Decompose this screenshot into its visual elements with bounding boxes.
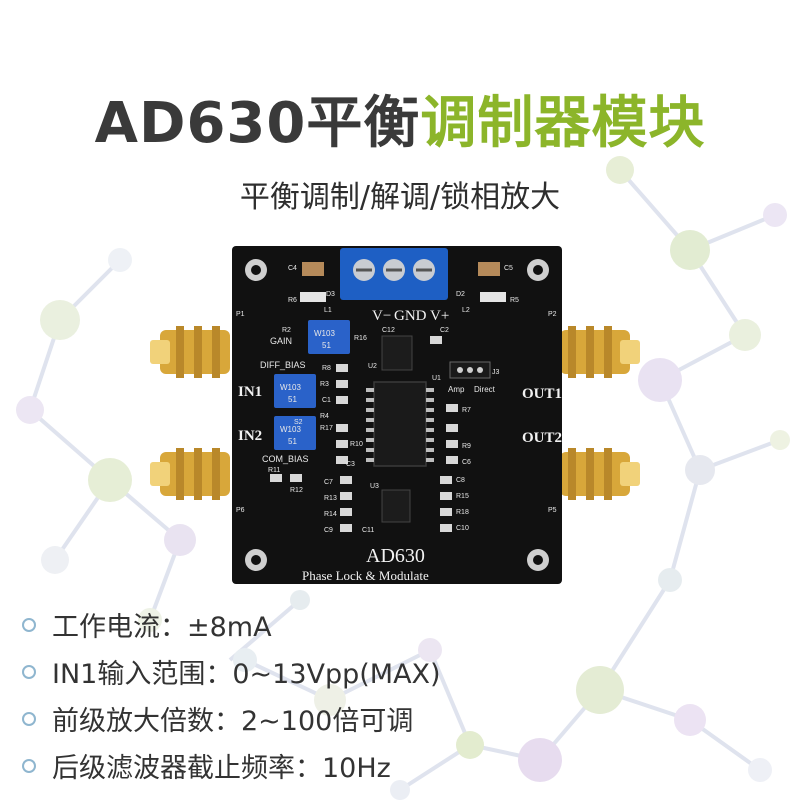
bullet-circle-icon — [22, 711, 36, 726]
label-c7: C7 — [324, 479, 333, 486]
label-r9: R9 — [462, 443, 471, 450]
label-c12: C12 — [382, 327, 395, 334]
label-c1: C1 — [322, 397, 331, 404]
ad630-board-illustration: V− GND V+ C4 C5 R6 R5 D3 D2 L1 L2 P1 P2 … — [150, 246, 640, 584]
com-bias-potentiometer — [274, 416, 316, 450]
spec-text: IN1输入范围：0~13Vpp(MAX) — [52, 659, 441, 690]
label-r17: R17 — [320, 425, 333, 432]
label-r18: R18 — [456, 509, 469, 516]
ic-ad630-u1 — [373, 381, 427, 467]
spec-item: 后级滤波器截止频率：10Hz — [22, 746, 391, 785]
pot-com-marking: W103 — [280, 425, 301, 434]
pot-diff-marking: W103 — [280, 383, 301, 392]
label-amp: Amp — [448, 385, 465, 394]
label-r15: R15 — [456, 493, 469, 500]
label-gain: GAIN — [270, 336, 292, 346]
label-u1: U1 — [432, 375, 441, 382]
label-v-minus: V− — [372, 308, 391, 324]
bullet-circle-icon — [22, 664, 36, 679]
sma-connector-in2 — [150, 448, 230, 500]
page-title: AD630平衡调制器模块 — [0, 78, 800, 159]
label-r4: R4 — [320, 413, 329, 420]
label-in2: IN2 — [238, 428, 262, 444]
gain-potentiometer — [308, 320, 350, 354]
label-u3: U3 — [370, 483, 379, 490]
label-in1: IN1 — [238, 384, 262, 400]
label-c4: C4 — [288, 265, 297, 272]
label-c8: C8 — [456, 477, 465, 484]
label-u2: U2 — [368, 363, 377, 370]
label-r16: R16 — [354, 335, 367, 342]
label-com-bias: COM_BIAS — [262, 454, 309, 464]
label-r7: R7 — [462, 407, 471, 414]
board-caption: Phase Lock & Modulate — [302, 568, 429, 583]
label-out2: OUT2 — [522, 430, 562, 446]
bullet-circle-icon — [22, 758, 36, 773]
label-r2: R2 — [282, 327, 291, 334]
pot-gain-marking: W103 — [314, 329, 335, 338]
pot-gain-sub: 51 — [322, 341, 331, 350]
label-diff-bias: DIFF_BIAS — [260, 360, 306, 370]
label-p2: P2 — [548, 311, 557, 318]
page-subtitle: 平衡调制/解调/锁相放大 — [239, 180, 561, 215]
label-r10: R10 — [350, 441, 363, 448]
label-p6: P6 — [236, 507, 245, 514]
label-c9: C9 — [324, 527, 333, 534]
bullet-circle-icon — [22, 617, 36, 632]
label-c2: C2 — [440, 327, 449, 334]
spec-item: 工作电流：±8mA — [22, 605, 272, 644]
spec-item: 前级放大倍数：2~100倍可调 — [22, 699, 413, 738]
pot-diff-sub: 51 — [288, 395, 297, 404]
ic-u3 — [381, 489, 411, 523]
label-r14: R14 — [324, 511, 337, 518]
sma-connector-in1 — [150, 326, 230, 378]
label-d3: D3 — [326, 291, 335, 298]
label-out1: OUT1 — [522, 386, 562, 402]
sma-connector-out2 — [560, 448, 640, 500]
diff-bias-potentiometer — [274, 374, 316, 408]
label-r3: R3 — [320, 381, 329, 388]
label-gnd: GND — [394, 308, 427, 324]
spec-text: 工作电流：±8mA — [52, 612, 272, 643]
label-v-plus: V+ — [430, 308, 449, 324]
label-l2: L2 — [462, 307, 470, 314]
label-p5: P5 — [548, 507, 557, 514]
board-model-label: AD630 — [366, 545, 425, 567]
spec-item: IN1输入范围：0~13Vpp(MAX) — [22, 652, 441, 691]
label-c3: C3 — [346, 461, 355, 468]
ic-u2 — [381, 335, 413, 371]
label-j3: J3 — [492, 369, 500, 376]
power-terminal-block — [340, 248, 448, 300]
label-d2: D2 — [456, 291, 465, 298]
label-direct: Direct — [474, 385, 496, 394]
title-part-accent: 调制器模块 — [420, 91, 706, 156]
sma-connector-out1 — [560, 326, 640, 378]
label-r8: R8 — [322, 365, 331, 372]
label-r5: R5 — [510, 297, 519, 304]
label-p1: P1 — [236, 311, 245, 318]
label-r11: R11 — [268, 467, 280, 474]
label-c11: C11 — [362, 527, 374, 534]
label-s2: S2 — [294, 419, 303, 426]
label-l1: L1 — [324, 307, 332, 314]
title-part-dark: AD630平衡 — [94, 91, 421, 156]
label-c6: C6 — [462, 459, 471, 466]
label-r13: R13 — [324, 495, 337, 502]
spec-text: 后级滤波器截止频率：10Hz — [52, 753, 391, 784]
pot-com-sub: 51 — [288, 437, 297, 446]
label-r6: R6 — [288, 297, 297, 304]
spec-text: 前级放大倍数：2~100倍可调 — [52, 706, 414, 737]
label-c5: C5 — [504, 265, 513, 272]
label-r12: R12 — [290, 487, 303, 494]
label-c10: C10 — [456, 525, 469, 532]
